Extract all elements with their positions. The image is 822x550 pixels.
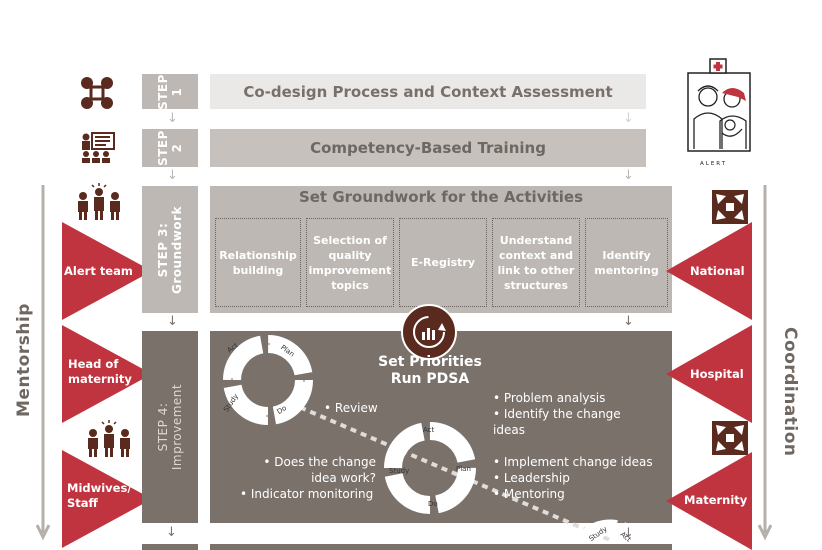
step-1-bar: Co-design Process and Context Assessment	[210, 74, 646, 109]
coordination-arrow	[758, 185, 772, 541]
staff-icon	[88, 420, 130, 457]
groundwork-item-selection: Selection of quality improvement topics	[306, 218, 394, 307]
training-icon	[82, 132, 115, 163]
cycle2-act: Act	[423, 426, 435, 434]
national-label: National	[690, 264, 745, 278]
alert-logo	[687, 58, 751, 152]
coordination-label: Coordination	[780, 327, 800, 457]
left-triangle-midwives	[62, 450, 152, 548]
cycle2-plan: Plan	[456, 465, 471, 473]
plan-point-1: • Problem analysis	[493, 391, 606, 405]
step-1-tab: STEP 1	[142, 74, 198, 109]
study-point-1: • Does the change idea work?	[263, 455, 376, 485]
improvement-title-2: Run PDSA	[390, 371, 470, 387]
bar-2-arrow: ↓	[623, 168, 634, 183]
do-point-1: • Implement change ideas	[493, 455, 653, 469]
pdsa-cycle-3	[570, 519, 650, 550]
groundwork-item-relationship: Relationship building	[215, 218, 301, 307]
step-1-arrow: ↓	[167, 111, 178, 126]
study-point-2: • Indicator monitoring	[240, 487, 374, 501]
plan-point-2: • Identify the change ideas	[493, 407, 621, 437]
review-text: • Review	[324, 401, 378, 415]
pdsa-dotted-path	[289, 401, 611, 542]
groundwork-title: Set Groundwork for the Activities	[298, 188, 584, 206]
alert-logo-text: ALERT	[700, 161, 728, 167]
step-2-tab: STEP 2	[142, 129, 198, 167]
mentorship-label: Mentorship	[14, 303, 34, 417]
hospital-label: Hospital	[690, 367, 744, 381]
step-3-arrow: ↓	[167, 314, 178, 329]
step-2-bar: Competency-Based Training	[210, 129, 646, 167]
right-triangle-national	[666, 222, 752, 320]
bar-1-arrow: ↓	[623, 111, 634, 126]
groundwork-item-eregistry: E-Registry	[399, 218, 487, 307]
do-point-2: • Leadership	[493, 471, 570, 485]
mentorship-arrow	[36, 185, 50, 541]
step-4-tab: STEP 4: Improvement	[142, 331, 198, 523]
pdsa-cycle-1	[223, 335, 313, 425]
maternity-label: Maternity	[684, 493, 748, 507]
national-icon	[712, 190, 748, 224]
codesign-icon	[81, 77, 113, 109]
right-triangle-maternity	[666, 452, 752, 550]
groundwork-item-context: Understand context and link to other str…	[492, 218, 580, 307]
groundwork-arrow: ↓	[623, 314, 634, 329]
alert-team-label: Alert team	[64, 264, 133, 278]
midwives-label: Midwives/ Staff	[67, 481, 132, 510]
right-triangle-hospital	[666, 325, 752, 423]
cycle2-study: Study	[389, 467, 410, 475]
improvement-arrow: ↓	[623, 526, 634, 541]
maternity-icon	[712, 421, 748, 455]
improvement-title-1: Set Priorities	[378, 354, 482, 370]
step-5-tab-partial	[142, 544, 198, 550]
left-triangle-alert-team	[62, 222, 152, 320]
step-2-arrow: ↓	[167, 168, 178, 183]
head-maternity-label: Head of maternity	[68, 357, 132, 386]
pdsa-chart-icon	[401, 304, 457, 360]
pdsa-cycle-2	[384, 422, 476, 514]
groundwork-item-mentoring: Identify mentoring	[585, 218, 668, 307]
step-3-tab: STEP 3: Groundwork	[142, 186, 198, 313]
team-icon	[78, 183, 120, 220]
step-4-arrow: ↓	[166, 525, 177, 540]
cycle2-do: Do	[428, 500, 438, 508]
do-point-3: • Mentoring	[493, 487, 565, 501]
step-5-bar-partial	[210, 544, 672, 550]
left-triangle-head-maternity	[62, 325, 152, 423]
